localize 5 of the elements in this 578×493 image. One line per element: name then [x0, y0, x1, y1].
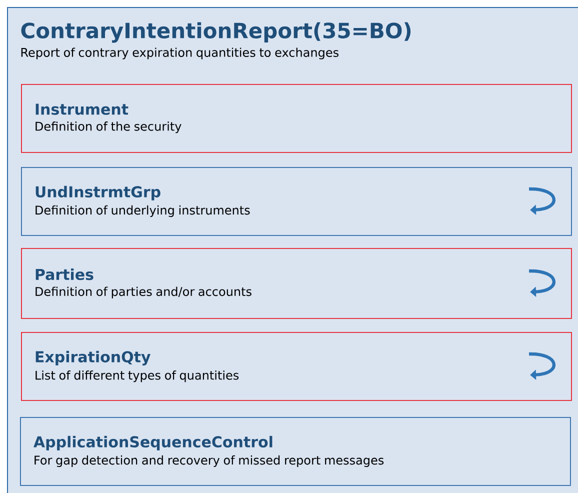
component-box: Instrument Definition of the security: [21, 84, 572, 153]
component-box: ExpirationQty List of different types of quantities: [21, 332, 572, 401]
component-box: Parties Definition of parties and/or accounts: [21, 248, 572, 319]
component-box: ApplicationSequenceControl For gap detection and recovery of missed report messages: [20, 417, 571, 486]
component-box: UndInstrmtGrp Definition of underlying instruments: [21, 167, 572, 236]
